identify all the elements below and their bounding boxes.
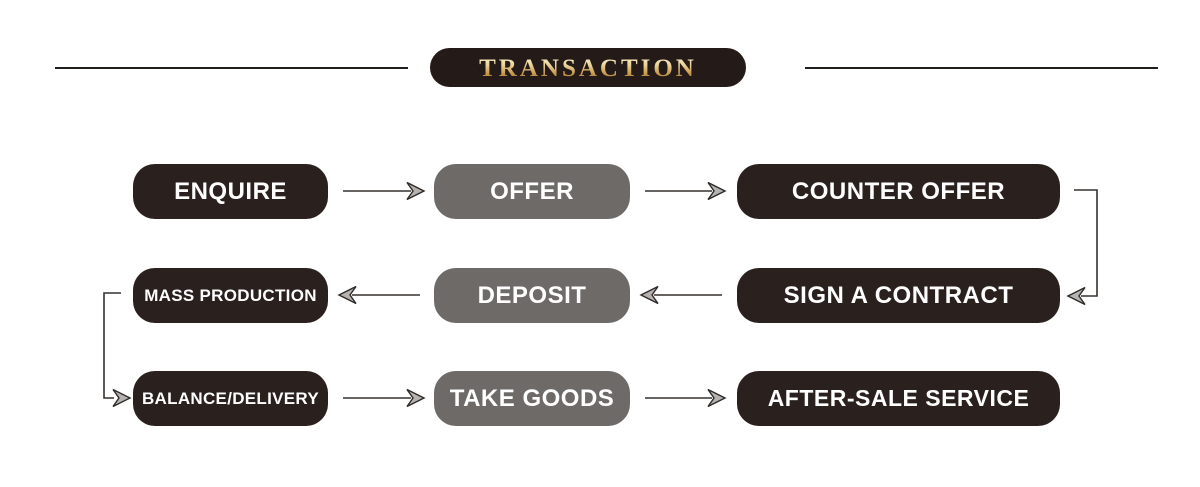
node-enquire: ENQUIRE	[133, 164, 328, 219]
node-offer-label: OFFER	[490, 177, 574, 205]
arrow-sign-a-contract-to-deposit	[639, 285, 722, 305]
node-enquire-label: ENQUIRE	[174, 177, 287, 205]
node-mass-production: MASS PRODUCTION	[133, 268, 328, 323]
node-deposit-label: DEPOSIT	[477, 281, 587, 309]
arrow-offer-to-counter-offer	[645, 181, 727, 201]
connector-counter-offer-to-sign-a-contract	[1066, 189, 1098, 306]
node-balance-delivery: BALANCE/DELIVERY	[133, 371, 328, 426]
node-counter-offer-label: COUNTER OFFER	[791, 177, 1006, 205]
node-mass-production-label: MASS PRODUCTION	[144, 285, 317, 305]
node-take-goods: TAKE GOODS	[434, 371, 630, 426]
arrow-balance-delivery-to-take-goods	[343, 388, 426, 408]
arrow-take-goods-to-after-sale-service	[645, 388, 727, 408]
header-rule-left	[55, 67, 408, 69]
node-balance-delivery-label: BALANCE/DELIVERY	[141, 388, 320, 408]
node-after-sale-service: AFTER-SALE SERVICE	[737, 371, 1060, 426]
node-deposit: DEPOSIT	[434, 268, 630, 323]
node-counter-offer: COUNTER OFFER	[737, 164, 1060, 219]
arrow-enquire-to-offer	[343, 181, 426, 201]
header-title-pill: TRANSACTION	[430, 48, 746, 87]
connector-mass-production-to-balance-delivery	[103, 292, 132, 408]
node-after-sale-service-label: AFTER-SALE SERVICE	[767, 385, 1030, 411]
node-take-goods-label: TAKE GOODS	[449, 384, 615, 412]
node-offer: OFFER	[434, 164, 630, 219]
node-sign-a-contract-label: SIGN A CONTRACT	[783, 281, 1014, 309]
page-title: TRANSACTION	[479, 54, 697, 82]
node-sign-a-contract: SIGN A CONTRACT	[737, 268, 1060, 323]
arrow-deposit-to-mass-production	[337, 285, 420, 305]
header-rule-right	[805, 67, 1158, 69]
